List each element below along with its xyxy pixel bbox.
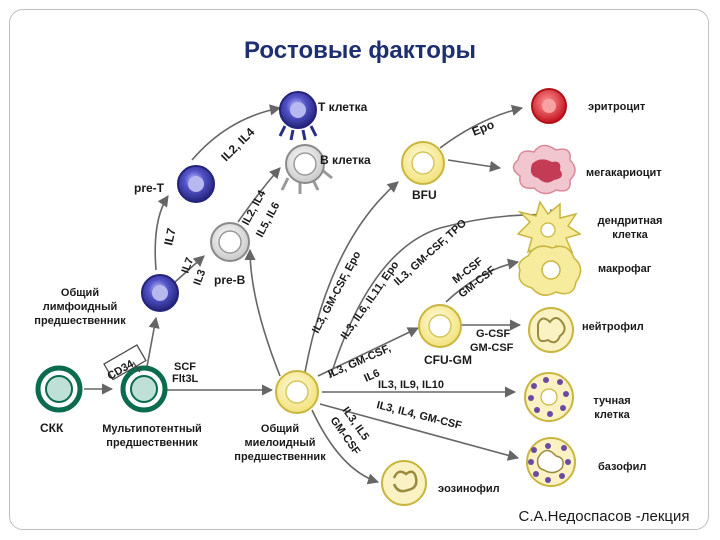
arrow-myeloid-cfugm [317,327,420,377]
megakaryocyte-cell [512,144,576,195]
multipotent-cell [120,365,168,413]
dendritic-cell [516,200,582,260]
pre-b-cell [210,222,250,262]
cell-labels: Т клетка В клетка pre-T pre-B Общий лимф… [34,100,662,495]
label-multipotent-2: предшественник [106,437,198,449]
label-lymphoid-1: Общий [61,287,99,299]
label-myeloid-2: миелоидный [244,437,315,449]
factor-il3-gmcsf-1: IL3, GM-CSF, [326,342,392,380]
factor-gcsf-2: GM-CSF [470,342,514,354]
label-lymphoid-2: лимфоидный [43,301,118,313]
label-bfu: BFU [412,188,437,202]
label-dendritic-1: дендритная [598,215,663,227]
arrow-multipotent-lymphoid [145,316,160,373]
label-cfu-gm: CFU-GM [424,353,472,367]
erythrocyte-cell [531,88,567,124]
label-lymphoid-3: предшественник [34,315,126,327]
eosinophil-cell [381,460,427,506]
mast-cell [524,372,574,422]
arrow-bfu-megakaryocyte [447,159,502,173]
arrows [84,104,562,485]
macrophage-cell [518,245,582,296]
label-b-cell: В клетка [320,153,371,167]
label-erythrocyte: эритроцит [588,101,646,113]
label-skk: СКК [40,421,64,435]
t-cell [278,91,318,141]
factor-il7-il3-1: IL7 [180,256,197,275]
footer-credit: С.А.Недоспасов -лекция [519,508,690,525]
factor-il3-gmcsf-2: IL6 [362,367,381,384]
factor-il3-il9-il10: IL3, IL9, IL10 [378,379,444,391]
factor-gcsf-1: G-CSF [476,328,511,340]
label-dendritic-2: клетка [612,229,648,241]
label-t-cell: Т клетка [318,100,368,114]
label-pre-t: pre-T [134,181,165,195]
label-myeloid-3: предшественник [234,451,326,463]
pre-t-cell [177,165,215,203]
arrow-pret-tcell [191,104,282,161]
arrow-cfugm-macrophage [445,258,520,303]
factor-il7: IL7 [161,226,178,246]
label-pre-b: pre-B [214,273,246,287]
arrow-myeloid-bfu [304,181,399,373]
factor-il7-il3-2: IL3 [192,268,209,287]
factor-epo-top: Epo [470,117,496,138]
slide-title: Ростовые факторы [244,37,476,64]
slide-frame [9,9,709,530]
myeloid-cell [275,370,319,414]
label-megakaryocyte: мегакариоцит [586,167,662,179]
lymphoid-cell [141,274,179,312]
label-eosinophil: эозинофил [438,483,500,495]
arrow-lymphoid-pret [154,195,169,271]
cells [35,88,582,506]
factor-flt3l: Flt3L [172,373,199,385]
label-basophil: базофил [598,461,646,473]
arrow-myeloid-dendritic [329,208,562,379]
factor-labels: IL2, IL4 IL7 IL2, IL4 IL5, IL6 IL7 IL3 E… [161,117,513,457]
label-multipotent-1: Мультипотентный [102,423,202,435]
arrow-bfu-erythrocite [439,104,524,149]
bfu-cell [401,141,445,185]
cfu-gm-cell [418,304,462,348]
neutrophil-cell [528,307,574,353]
arrow-myeloid-eosinophil [311,409,380,485]
factor-il3-il4-gmcsf: IL3, IL4, GM-CSF [375,399,463,432]
arrow-lymphoid-preb [174,255,205,283]
label-macrophage: макрофаг [598,263,652,275]
label-myeloid-1: Общий [261,423,299,435]
label-mast-1: тучная [593,395,630,407]
arrow-preb-bcell [237,167,281,223]
basophil-cell [526,437,576,487]
b-cell [280,144,333,194]
arrow-myeloid-basophil [319,403,520,461]
skk-cell [35,365,83,413]
arrow-myeloid-preb [244,248,281,377]
factor-scf: SCF [174,361,196,373]
label-mast-2: клетка [594,409,630,421]
label-neutrophil: нейтрофил [582,321,644,333]
